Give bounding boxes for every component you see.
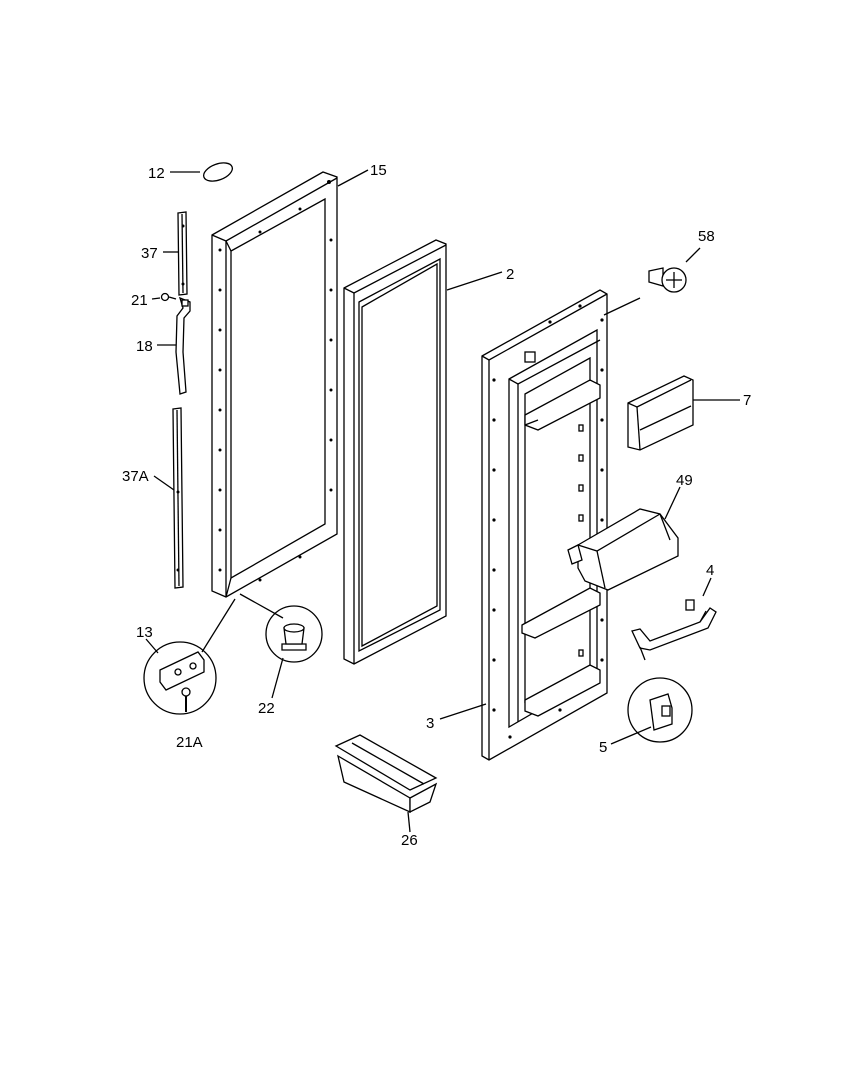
- part-3-inner-door-liner: [481, 289, 608, 761]
- callout-58: 58: [698, 228, 715, 245]
- part-21a-screw: [181, 687, 191, 712]
- callout-5: 5: [599, 739, 607, 756]
- callout-13: 13: [136, 624, 153, 641]
- callout-21: 21: [131, 292, 148, 309]
- callout-7: 7: [743, 392, 751, 409]
- part-5-bin-cap: [627, 677, 693, 743]
- callout-3: 3: [426, 715, 434, 732]
- part-12-nameplate: [202, 162, 234, 182]
- part-13-hinge: [143, 641, 217, 715]
- part-21-screw: [160, 292, 177, 302]
- callout-18: 18: [136, 338, 153, 355]
- part-37a-lower-trim: [172, 407, 184, 589]
- callout-26: 26: [401, 832, 418, 849]
- part-26-tray: [334, 734, 438, 814]
- callout-21a: 21A: [176, 734, 203, 751]
- callout-15: 15: [370, 162, 387, 179]
- callout-2: 2: [506, 266, 514, 283]
- callout-37: 37: [141, 245, 158, 262]
- part-15-door-frame: [211, 171, 338, 598]
- part-58-screw: [648, 267, 687, 293]
- part-49-door-bin: [567, 508, 679, 591]
- callout-49: 49: [676, 472, 693, 489]
- callout-22: 22: [258, 700, 275, 717]
- part-7-dairy-door: [627, 375, 694, 451]
- leader-lines: [145, 169, 740, 833]
- callout-37a: 37A: [122, 468, 149, 485]
- part-4-shelf-retainer: [631, 599, 717, 651]
- part-18-handle: [175, 296, 191, 395]
- part-37-upper-trim: [177, 211, 188, 296]
- callout-4: 4: [706, 562, 714, 579]
- callout-12: 12: [148, 165, 165, 182]
- part-2-door-gasket: [343, 239, 447, 665]
- part-22-door-stop: [265, 605, 323, 663]
